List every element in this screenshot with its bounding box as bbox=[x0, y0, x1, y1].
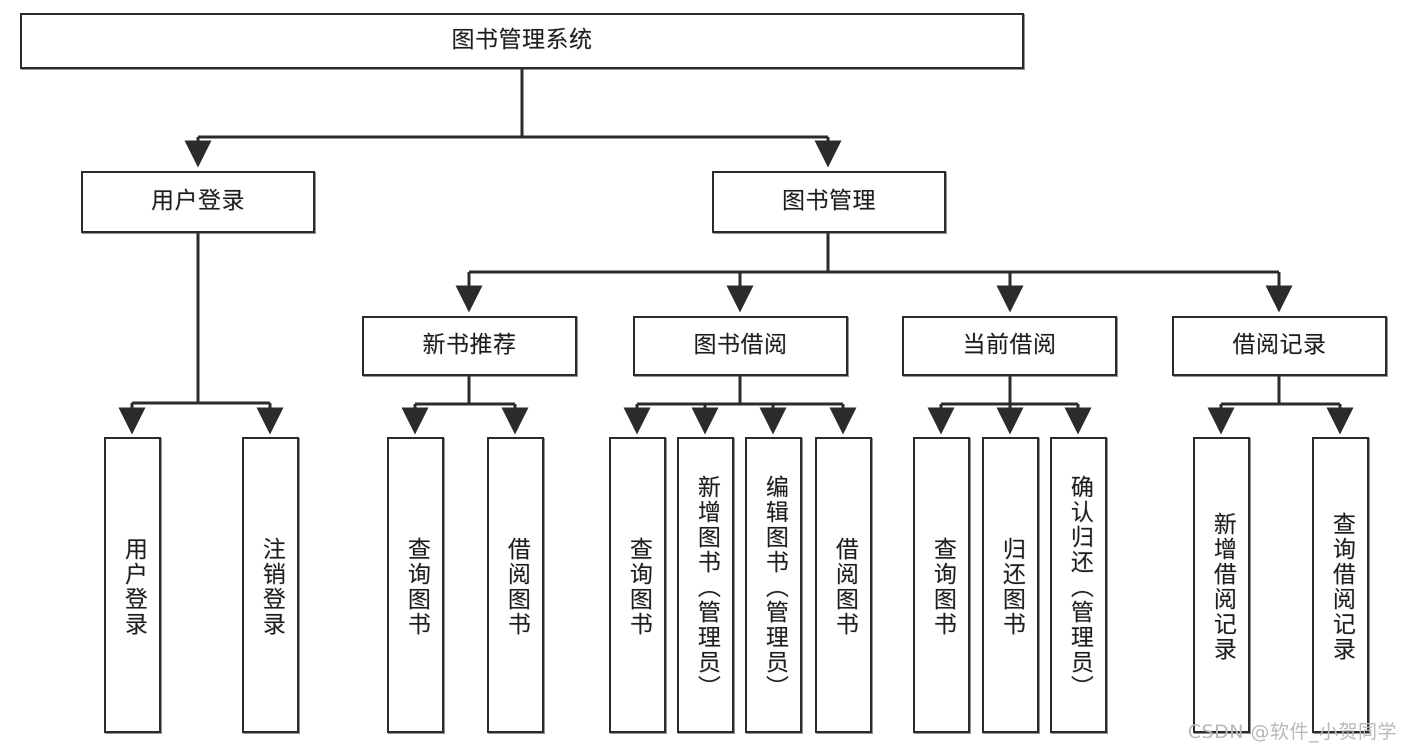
node-borrow-record[interactable]: 借阅记录 bbox=[1172, 316, 1387, 376]
leaf-user-login-logout[interactable]: 注销登录 bbox=[242, 437, 299, 733]
leaf-label-recommend-borrow-book: 借阅图书 bbox=[503, 537, 530, 637]
leaf-current-return-book[interactable]: 归还图书 bbox=[982, 437, 1039, 733]
leaf-recommend-borrow-book[interactable]: 借阅图书 bbox=[487, 437, 544, 733]
leaf-record-add-record[interactable]: 新增借阅记录 bbox=[1193, 437, 1250, 733]
leaf-current-confirm-return[interactable]: 确认归还（管理员） bbox=[1050, 437, 1107, 733]
leaf-label-borrow-edit-book: 编辑图书（管理员） bbox=[761, 474, 788, 700]
leaf-label-borrow-borrow-book: 借阅图书 bbox=[831, 537, 858, 637]
leaf-borrow-edit-book[interactable]: 编辑图书（管理员） bbox=[745, 437, 802, 733]
leaf-borrow-add-book[interactable]: 新增图书（管理员） bbox=[677, 437, 734, 733]
leaf-borrow-borrow-book[interactable]: 借阅图书 bbox=[815, 437, 872, 733]
leaf-borrow-query-book[interactable]: 查询图书 bbox=[609, 437, 666, 733]
leaf-user-login-login[interactable]: 用户登录 bbox=[104, 437, 161, 733]
leaf-label-user-login-logout: 注销登录 bbox=[258, 537, 285, 637]
leaf-label-borrow-query-book: 查询图书 bbox=[625, 537, 652, 637]
leaf-current-query-book[interactable]: 查询图书 bbox=[913, 437, 970, 733]
node-book-borrow[interactable]: 图书借阅 bbox=[633, 316, 848, 376]
node-label-user-login: 用户登录 bbox=[151, 188, 245, 215]
leaf-label-user-login-login: 用户登录 bbox=[120, 537, 147, 637]
node-user-login[interactable]: 用户登录 bbox=[81, 171, 315, 233]
leaf-label-recommend-query-book: 查询图书 bbox=[403, 537, 430, 637]
node-current-borrow[interactable]: 当前借阅 bbox=[902, 316, 1117, 376]
node-label-root: 图书管理系统 bbox=[451, 27, 593, 54]
node-root-system[interactable]: 图书管理系统 bbox=[20, 13, 1024, 69]
node-new-book-recommend[interactable]: 新书推荐 bbox=[362, 316, 577, 376]
watermark-text: CSDN @软件_小贺同学 bbox=[1187, 721, 1397, 743]
leaf-recommend-query-book[interactable]: 查询图书 bbox=[387, 437, 444, 733]
node-label-borrow-record: 借阅记录 bbox=[1232, 332, 1327, 359]
leaf-label-current-return-book: 归还图书 bbox=[998, 537, 1025, 637]
node-book-management[interactable]: 图书管理 bbox=[712, 171, 946, 233]
leaf-label-current-confirm-return: 确认归还（管理员） bbox=[1066, 474, 1093, 700]
leaf-label-borrow-add-book: 新增图书（管理员） bbox=[693, 474, 720, 700]
node-label-current-borrow: 当前借阅 bbox=[962, 332, 1057, 359]
leaf-label-record-add-record: 新增借阅记录 bbox=[1209, 512, 1236, 662]
leaf-label-record-query-record: 查询借阅记录 bbox=[1328, 512, 1355, 662]
node-label-book-borrow: 图书借阅 bbox=[693, 332, 788, 359]
leaf-label-current-query-book: 查询图书 bbox=[929, 537, 956, 637]
node-label-new-book-recommend: 新书推荐 bbox=[422, 332, 517, 359]
leaf-record-query-record[interactable]: 查询借阅记录 bbox=[1312, 437, 1369, 733]
node-label-book-management: 图书管理 bbox=[782, 188, 876, 215]
